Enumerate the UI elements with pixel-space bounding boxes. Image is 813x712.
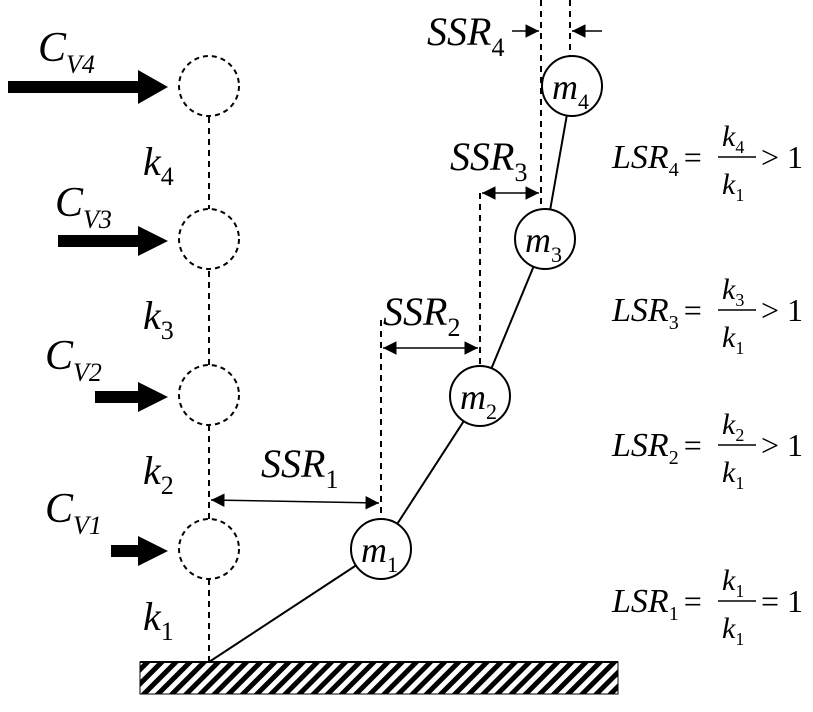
svg-text:LSR3=: LSR3=: [611, 292, 702, 334]
svg-text:k1: k1: [722, 321, 744, 358]
stiffness-label-k4: k4: [143, 139, 174, 191]
ssr-label-2: SSR2: [383, 289, 460, 342]
force-label-v4: CV4: [38, 25, 95, 79]
force-arrow-v2: [95, 382, 168, 412]
force-arrow-v1: [111, 536, 168, 566]
svg-text:LSR1=: LSR1=: [611, 583, 702, 625]
mass-label-1: m1: [361, 530, 398, 577]
force-label-v3: CV3: [55, 180, 112, 234]
mass-label-3: m3: [525, 220, 562, 267]
svg-text:= 1: = 1: [761, 583, 803, 619]
stiffness-label-k1: k1: [143, 594, 174, 646]
lsr-equation-4: LSR4= k4 k1 > 1: [611, 120, 803, 205]
stiffness-label-k2: k2: [143, 448, 174, 500]
ssr-label-3: SSR3: [450, 134, 527, 187]
force-arrow-v4: [8, 70, 168, 104]
svg-text:k3: k3: [722, 273, 744, 310]
force-label-v2: CV2: [45, 333, 102, 387]
undeformed-mass-2: [178, 364, 240, 426]
lsr-equation-1: LSR1= k1 k1 = 1: [611, 564, 803, 649]
force-arrow-v3: [58, 226, 168, 256]
ssr-label-1: SSR1: [261, 441, 338, 494]
svg-text:k2: k2: [722, 408, 744, 445]
mass-label-2: m2: [460, 377, 497, 424]
svg-text:k1: k1: [722, 612, 744, 649]
undeformed-mass-1: [178, 518, 240, 580]
force-label-v1: CV1: [45, 486, 102, 540]
svg-text:k4: k4: [722, 120, 744, 157]
svg-text:> 1: > 1: [761, 292, 803, 328]
undeformed-mass-4: [178, 55, 240, 117]
ground-hatch: [139, 661, 619, 695]
ssr-label-4: SSR4: [427, 9, 504, 62]
lsr-equation-2: LSR2= k2 k1 > 1: [611, 408, 803, 493]
svg-text:k1: k1: [722, 168, 744, 205]
lsr-equation-3: LSR3= k3 k1 > 1: [611, 273, 803, 358]
svg-text:k1: k1: [722, 564, 744, 601]
mass-node-1: [350, 518, 412, 580]
mass-node-3: [514, 208, 576, 270]
undeformed-mass-3: [178, 208, 240, 270]
mass-label-4: m4: [552, 67, 589, 114]
svg-text:LSR2=: LSR2=: [611, 427, 702, 469]
stiffness-label-k3: k3: [143, 293, 174, 345]
mass-node-2: [449, 365, 511, 427]
svg-text:LSR4=: LSR4=: [611, 139, 702, 181]
svg-text:> 1: > 1: [761, 427, 803, 463]
ssr-arrow-1: [210, 493, 380, 510]
mass-node-4: [541, 55, 603, 117]
svg-text:> 1: > 1: [761, 139, 803, 175]
svg-text:k1: k1: [722, 456, 744, 493]
